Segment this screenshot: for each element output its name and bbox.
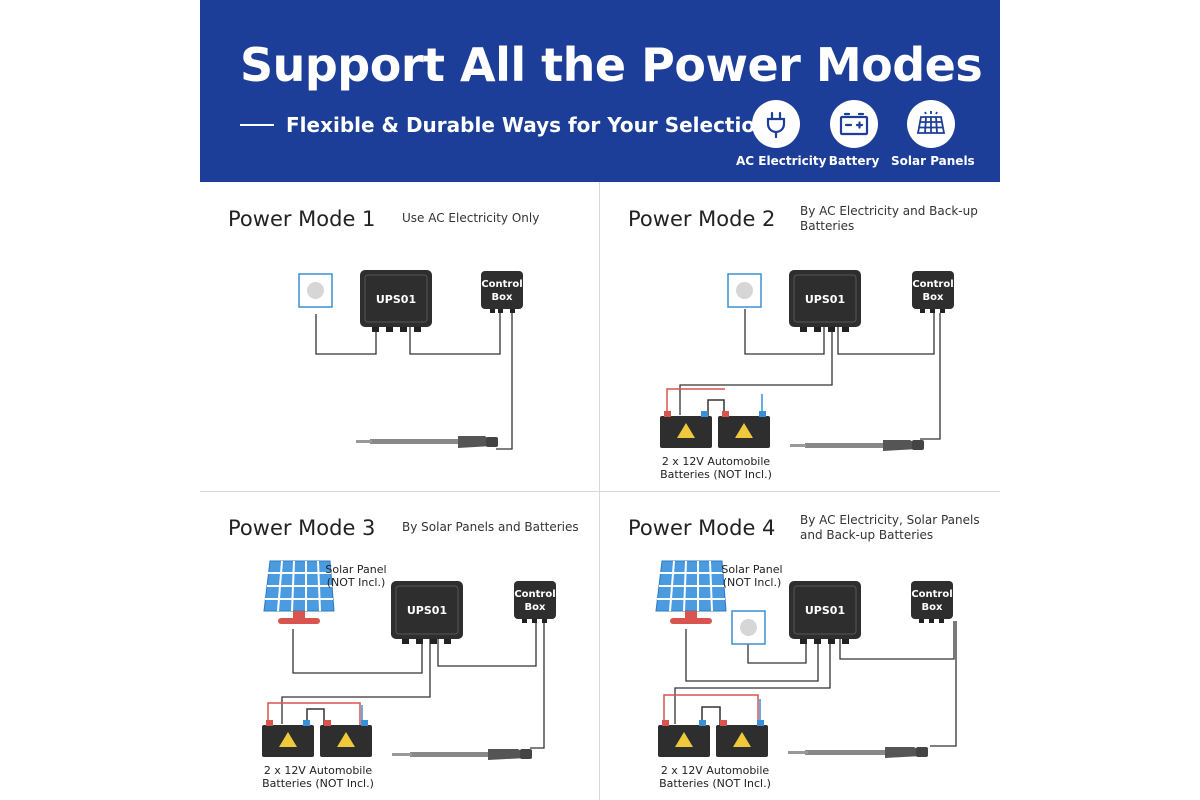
- header-banner: Support All the Power Modes Flexible & D…: [200, 0, 1000, 182]
- solar-panel-icon: [263, 560, 335, 624]
- ups-label: UPS01: [805, 293, 845, 306]
- batteries-caption: 2 x 12V Automobile: [661, 764, 770, 777]
- wiring-diagram: UPS01 Control Box 2 x 12V Automobile Bat…: [660, 270, 954, 481]
- ups-device: UPS01: [360, 270, 432, 332]
- wiring-diagram: Solar Panel (NOT Incl.) UPS01 Control Bo…: [262, 560, 556, 790]
- ups-label: UPS01: [407, 604, 447, 617]
- batteries-caption: 2 x 12V Automobile: [662, 455, 771, 468]
- power-mode-4-panel: Power Mode 4 By AC Electricity, Solar Pa…: [600, 491, 1000, 800]
- linear-actuator: [392, 749, 532, 760]
- linear-actuator: [790, 440, 924, 451]
- battery-1: [660, 411, 712, 448]
- mode-label: AC Electricity: [736, 154, 827, 168]
- mode-ac-electricity: AC Electricity: [736, 100, 827, 168]
- ups-device: UPS01: [391, 581, 463, 644]
- solar-panel-icon: [907, 100, 955, 148]
- control-box-label: Control: [912, 279, 953, 290]
- mode-description: By AC Electricity and Back-up Batteries: [800, 204, 978, 233]
- solar-panel-caption: Solar Panel: [721, 563, 782, 576]
- mode-description: By Solar Panels and Batteries: [402, 520, 579, 534]
- battery-1: [658, 720, 710, 757]
- power-mode-2-panel: Power Mode 2 By AC Electricity and Back-…: [600, 182, 1000, 491]
- battery-2: [716, 720, 768, 757]
- control-box-label: Control: [481, 279, 522, 290]
- batteries-caption: Batteries (NOT Incl.): [659, 777, 771, 790]
- mode-title: Power Mode 1: [228, 207, 376, 231]
- battery-2: [718, 411, 770, 448]
- mode-solar-panels: Solar Panels: [891, 100, 975, 168]
- solar-panel-caption: Solar Panel: [325, 563, 386, 576]
- batteries-caption: Batteries (NOT Incl.): [262, 777, 374, 790]
- control-box: Control Box: [481, 271, 523, 313]
- subtitle-dash: [240, 124, 274, 126]
- solar-panel-icon: [655, 560, 727, 624]
- linear-actuator: [788, 747, 928, 758]
- mode-description: Use AC Electricity Only: [402, 211, 540, 225]
- wiring-diagram: UPS01 Control Box: [298, 270, 523, 450]
- subtitle-text: Flexible & Durable Ways for Your Selecti…: [286, 113, 770, 137]
- control-box-label: Box: [922, 602, 943, 613]
- control-box-label: Control: [514, 589, 555, 600]
- mode-title: Power Mode 4: [628, 516, 776, 540]
- linear-actuator: [356, 436, 498, 448]
- ups-device: UPS01: [789, 270, 861, 332]
- batteries-caption: 2 x 12V Automobile: [264, 764, 373, 777]
- ac-outlet-icon: [727, 273, 762, 308]
- infographic: Support All the Power Modes Flexible & D…: [200, 0, 1000, 800]
- ac-outlet-icon: [298, 273, 333, 308]
- mode-title: Power Mode 2: [628, 207, 776, 231]
- mode-description: By AC Electricity, Solar Panels and Back…: [800, 513, 980, 542]
- panel-divider-horizontal: [200, 491, 1000, 492]
- ups-device: UPS01: [789, 581, 861, 644]
- control-box: Control Box: [911, 581, 953, 623]
- battery-2: [320, 720, 372, 757]
- wiring-diagram: Solar Panel (NOT Incl.) UPS01 Control Bo…: [655, 560, 957, 790]
- control-box: Control Box: [514, 581, 556, 623]
- solar-panel-caption: (NOT Incl.): [723, 576, 782, 589]
- page-title: Support All the Power Modes: [240, 38, 983, 92]
- control-box-label: Box: [923, 292, 944, 303]
- ups-label: UPS01: [376, 293, 416, 306]
- mode-label: Battery: [828, 154, 880, 168]
- mode-label: Solar Panels: [891, 154, 975, 168]
- page-subtitle: Flexible & Durable Ways for Your Selecti…: [240, 113, 769, 137]
- control-box: Control Box: [912, 271, 954, 313]
- control-box-label: Box: [525, 602, 546, 613]
- solar-panel-caption: (NOT Incl.): [327, 576, 386, 589]
- control-box-label: Box: [492, 292, 513, 303]
- battery-icon: [830, 100, 878, 148]
- plug-icon: [752, 100, 800, 148]
- ups-label: UPS01: [805, 604, 845, 617]
- power-mode-1-panel: Power Mode 1 Use AC Electricity Only UPS…: [200, 182, 600, 491]
- ac-outlet-icon: [731, 610, 766, 645]
- mode-title: Power Mode 3: [228, 516, 376, 540]
- power-mode-3-panel: Power Mode 3 By Solar Panels and Batteri…: [200, 491, 600, 800]
- mode-battery: Battery: [814, 100, 894, 168]
- batteries-caption: Batteries (NOT Incl.): [660, 468, 772, 481]
- battery-1: [262, 720, 314, 757]
- control-box-label: Control: [911, 589, 952, 600]
